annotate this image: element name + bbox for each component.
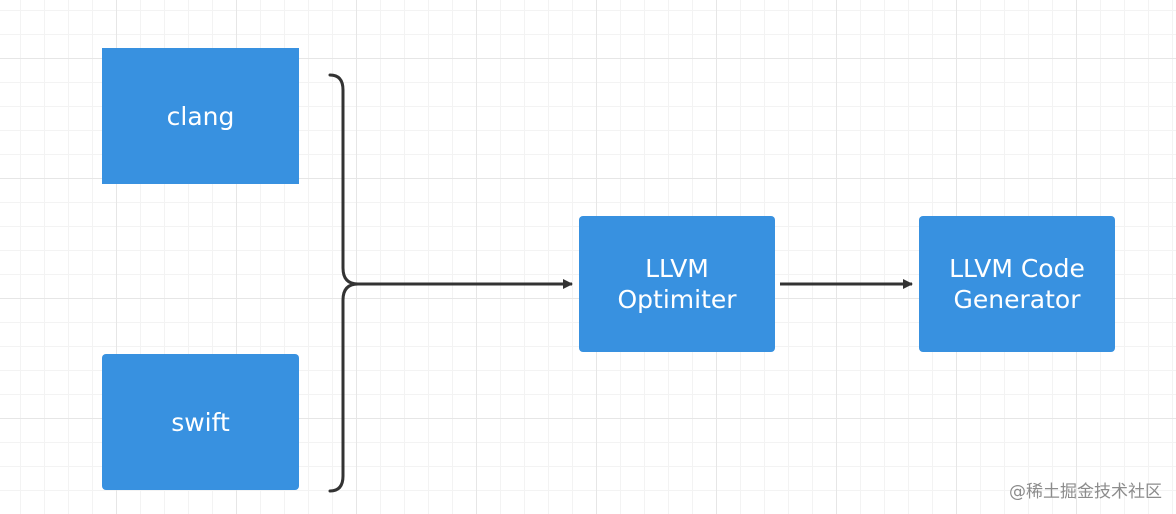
swift-frontend-node[interactable]: swift [102,354,299,490]
generator-label: LLVM Code Generator [949,254,1085,314]
clang-frontend-node[interactable]: clang [102,48,299,184]
clang-label: clang [166,101,235,131]
curly-brace-connector [328,73,374,493]
optimizer-label: LLVM Optimiter [617,254,737,314]
llvm-optimizer-node[interactable]: LLVM Optimiter [579,216,775,352]
watermark: @稀土掘金技术社区 [1009,482,1162,502]
swift-label: swift [171,407,230,437]
llvm-code-generator-node[interactable]: LLVM Code Generator [919,216,1115,352]
